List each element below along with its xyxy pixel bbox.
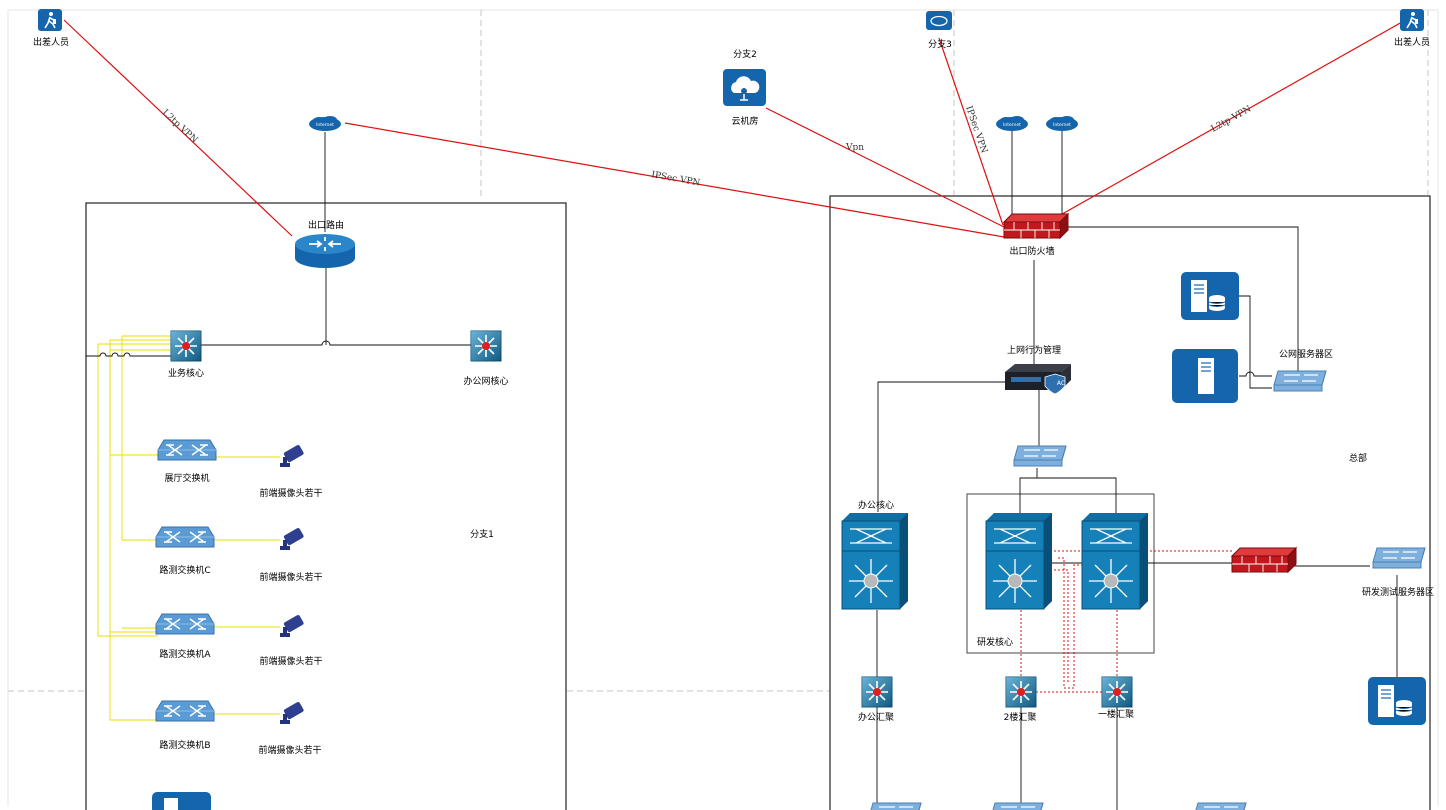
- vpn-cloud-label: Vpn: [845, 143, 864, 153]
- redundancy-links: [1020, 550, 1232, 693]
- branch2-label: 分支2: [733, 50, 757, 60]
- rd-test-server-icon[interactable]: [1367, 676, 1427, 726]
- lab-switch-a-icon[interactable]: [155, 613, 215, 635]
- business-core-label: 业务核心: [167, 369, 205, 379]
- bottom-access-switches: [868, 802, 1247, 810]
- rd-core-switch-icon-2[interactable]: [1081, 512, 1149, 610]
- rd-test-switch-icon[interactable]: [1372, 547, 1426, 569]
- office-net-core-switch-icon[interactable]: [470, 330, 502, 362]
- cloud-room-label: 云机房: [731, 117, 759, 127]
- exit-firewall-label: 出口防火墙: [1009, 247, 1055, 257]
- l2tp-left-label: L2tp VPN: [160, 108, 199, 146]
- cloud-icon[interactable]: [723, 69, 766, 106]
- branch1-label: 分支1: [470, 530, 494, 540]
- office-aggregation-label: 办公汇聚: [857, 713, 895, 723]
- l2tp-right-link: [1047, 21, 1403, 223]
- camera-icon-1[interactable]: [280, 444, 305, 467]
- rd-core-label: 研发核心: [976, 638, 1014, 648]
- hq-container: [829, 195, 1431, 810]
- lab-switch-c-icon[interactable]: [155, 526, 215, 548]
- traveler-right-icon[interactable]: [1399, 8, 1425, 32]
- cameras-label-4: 前端摄像头若干: [258, 746, 322, 756]
- internet-label-2: Internet: [1003, 122, 1021, 128]
- traveler-right-label: 出差人员: [1393, 38, 1431, 48]
- traveler-left-label: 出差人员: [32, 38, 70, 48]
- branch1-container: [85, 202, 567, 810]
- exit-router-label: 出口路由: [307, 221, 345, 231]
- office-core-label: 办公核心: [857, 501, 895, 511]
- cameras-label-3: 前端摄像头若干: [259, 657, 323, 667]
- lab-switch-c-label: 路测交换机C: [159, 566, 211, 576]
- wired-links: [200, 128, 1398, 810]
- hq-label: 总部: [1348, 454, 1368, 464]
- internet-label-3: Internet: [1053, 122, 1071, 128]
- hall-switch-label: 展厅交换机: [164, 474, 210, 484]
- business-core-switch-icon[interactable]: [170, 330, 202, 362]
- page-frame: [7, 9, 1439, 806]
- camera-icon-4[interactable]: [280, 701, 305, 724]
- core-distribution-switch-icon[interactable]: [1013, 445, 1067, 467]
- floor2-aggregation-switch-icon[interactable]: [1005, 676, 1037, 708]
- public-server-icon-1[interactable]: [1180, 271, 1240, 321]
- rd-core-switch-icon-1[interactable]: [985, 512, 1053, 610]
- behavior-mgmt-label: 上网行为管理: [1006, 346, 1062, 356]
- branch1-server-icon[interactable]: [152, 792, 211, 810]
- public-server-icon-2[interactable]: [1171, 348, 1239, 404]
- trunk-links: [97, 335, 280, 721]
- camera-icon-2[interactable]: [280, 527, 305, 550]
- floor1-aggregation-switch-icon[interactable]: [1101, 676, 1133, 708]
- firewall-icon-rd[interactable]: [1231, 547, 1297, 573]
- floor1-aggregation-label: 一楼汇聚: [1097, 710, 1135, 720]
- access-switch-icon-2[interactable]: [990, 802, 1044, 810]
- l2tp-left-link: [63, 19, 293, 237]
- ipsec-main-label: IPSec VPN: [650, 170, 701, 188]
- hall-switch-icon[interactable]: [157, 439, 217, 461]
- camera-icon-3[interactable]: [280, 614, 305, 637]
- ac-appliance-icon[interactable]: [1005, 364, 1071, 395]
- router-icon[interactable]: [295, 234, 355, 268]
- floor2-aggregation-label: 2楼汇聚: [1003, 713, 1037, 723]
- ac-badge-label: AC: [1057, 380, 1065, 387]
- access-switch-icon-3[interactable]: [1193, 802, 1247, 810]
- firewall-icon-exit[interactable]: [1003, 213, 1069, 239]
- l2tp-right-label: L2tp VPN: [1210, 104, 1254, 134]
- public-server-switch-icon[interactable]: [1273, 370, 1327, 392]
- cameras-label-1: 前端摄像头若干: [259, 489, 323, 499]
- branch3-icon[interactable]: [926, 11, 952, 30]
- traveler-left-icon[interactable]: [37, 8, 63, 32]
- vpn-links: [63, 19, 1403, 239]
- branch3-label: 分支3: [928, 40, 952, 50]
- cameras-label-2: 前端摄像头若干: [259, 573, 323, 583]
- lab-switch-a-label: 路测交换机A: [159, 650, 211, 660]
- ipsec-branch3-link: [938, 37, 1004, 226]
- office-core-switch-icon[interactable]: [841, 512, 909, 610]
- office-aggregation-switch-icon[interactable]: [861, 676, 893, 708]
- office-net-core-label: 办公网核心: [463, 377, 509, 387]
- public-server-zone-label: 公网服务器区: [1278, 350, 1334, 360]
- lab-switch-b-label: 路测交换机B: [159, 741, 211, 751]
- rd-core-group: [966, 493, 1155, 654]
- ipsec-main-link: [344, 122, 1011, 239]
- vpn-cloud-link: [765, 107, 1011, 231]
- internet-label-1: Internet: [316, 122, 334, 128]
- lab-switch-b-icon[interactable]: [155, 700, 215, 722]
- business-core-uplink: [86, 352, 171, 357]
- access-switch-icon-1[interactable]: [868, 802, 922, 810]
- rd-test-server-zone-label: 研发测试服务器区: [1362, 588, 1435, 598]
